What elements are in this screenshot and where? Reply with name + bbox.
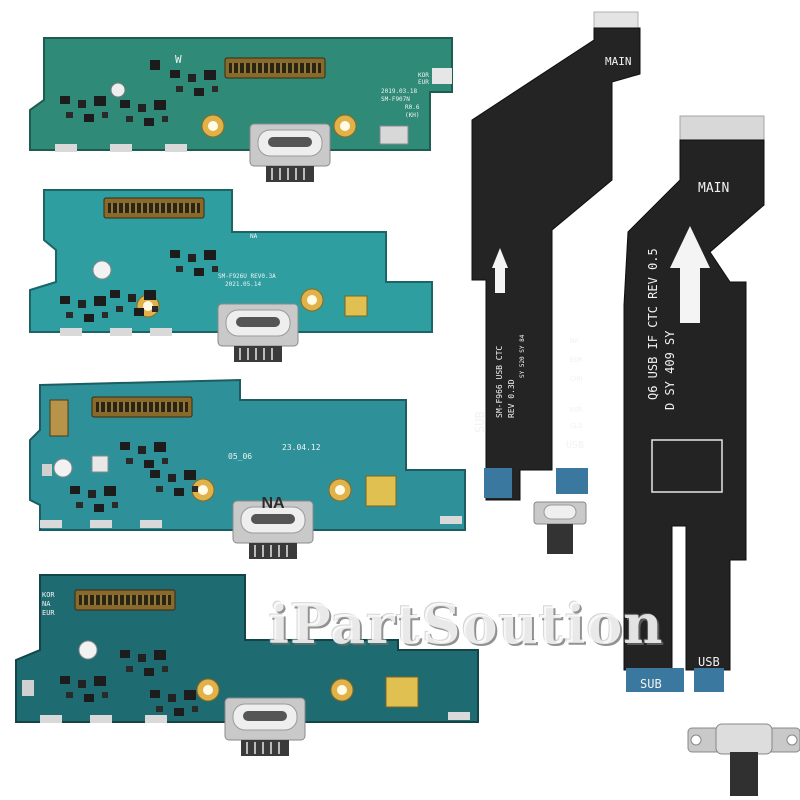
board-1-mark-date: 2019.03.18 <box>381 88 418 95</box>
board-1-mark-eur: EUR <box>418 79 429 86</box>
board-3-port-na: NA <box>261 495 285 512</box>
flex-left-region-na: NA <box>570 337 579 345</box>
board-2-mark-na: NA <box>250 233 258 240</box>
board-4-mark-kor: KOR <box>42 591 55 599</box>
flex-right-line1: Q6 USB IF CTC REV 0.5 <box>646 248 660 400</box>
flex-left-rev: REV 0.3D <box>507 379 516 418</box>
board-1-mark-kor: KOR <box>418 72 429 79</box>
flex-right-main-label: MAIN <box>698 181 729 196</box>
flex-right-usb-label: USB <box>698 655 720 669</box>
flex-cable-right: MAIN Q6 USB IF CTC REV 0.5 D SY 409 SY U… <box>623 115 800 796</box>
flex-left-region-eur: EUR <box>570 356 583 364</box>
board-1-mark-model: SM-F907N <box>381 96 410 103</box>
flex-left-rev-extra: SY 520 SY 84 <box>519 334 526 378</box>
flex-left-region-glo: GLO <box>570 422 583 430</box>
flex-left-model: SM-F966 USB CTC <box>495 346 504 418</box>
flex-left-main-label: MAIN <box>605 55 632 68</box>
board-1-mark-rev: R0.6 <box>405 104 420 111</box>
board-4-mark-eur: EUR <box>42 609 55 617</box>
flex-right-usb-port <box>687 723 800 796</box>
flex-left-sub-label: SUB <box>473 411 487 433</box>
charging-board-4: KOR NA EUR <box>15 574 479 757</box>
flex-left-region-kor: KOR <box>570 406 583 414</box>
board-3-mark-code: 05_06 <box>228 452 252 461</box>
flex-left-usb-port <box>533 501 587 554</box>
board-1-mark-w: W <box>175 53 182 66</box>
charging-board-1: W KOR EUR 2019.03.18 SM-F907N R0.6 (KH) <box>29 37 453 183</box>
flex-right-sub-label: SUB <box>640 677 662 691</box>
charging-board-3: 05_06 23.04.12 NA <box>29 378 466 560</box>
board-4-mark-na: NA <box>42 600 51 608</box>
flex-cable-left: MAIN USB SUB SM-F966 USB CTC REV 0.3D SY… <box>471 11 641 554</box>
board-2-mark-date: 2021.05.14 <box>225 281 262 288</box>
board-2-mark-model: SM-F926U REV0.3A <box>218 273 276 280</box>
board-3-mark-date: 23.04.12 <box>282 443 321 452</box>
charging-board-2: SM-F926U REV0.3A 2021.05.14 NA <box>29 189 433 363</box>
flex-right-line2: D SY 409 SY <box>663 330 677 410</box>
flex-left-region-chn: CHN <box>570 375 583 383</box>
flex-left-usb-label: USB <box>566 440 584 451</box>
watermark-text: iPartSoution <box>268 592 664 656</box>
board-1-mark-kh: (KH) <box>405 112 419 119</box>
